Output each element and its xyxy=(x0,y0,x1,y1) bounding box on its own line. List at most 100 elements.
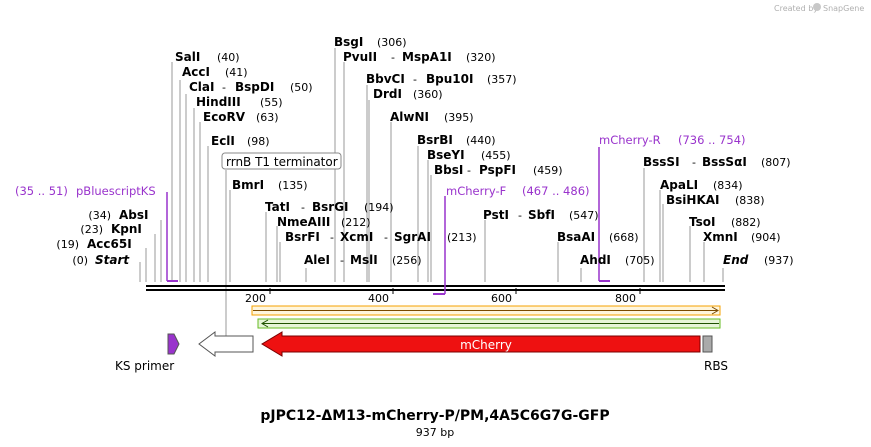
primer-name: pBluescriptKS xyxy=(76,184,156,198)
site-name-2: PspFI xyxy=(479,163,516,177)
feature-label: KS primer xyxy=(115,359,174,373)
site-separator: - xyxy=(692,156,696,169)
site-position: (19) xyxy=(56,238,79,251)
feature-rrnb-terminator-arrow[interactable] xyxy=(198,331,254,357)
site-name: AlwNI xyxy=(390,110,429,124)
restriction-site-xmni[interactable]: XmnI (904) xyxy=(703,230,781,244)
site-position: (668) xyxy=(609,231,639,244)
site-position: (212) xyxy=(341,216,371,229)
site-position: (63) xyxy=(256,111,279,124)
restriction-site-pvuii[interactable]: PvuII - MspA1I (320) xyxy=(343,50,496,64)
site-position: (213) xyxy=(447,231,477,244)
site-name: BsiHKAI xyxy=(666,193,720,207)
site-position: (395) xyxy=(444,111,474,124)
site-position: (455) xyxy=(481,149,511,162)
feature-label-rrnb-terminator[interactable]: rrnB T1 terminator xyxy=(221,152,342,170)
primer-markers xyxy=(166,147,610,295)
site-position: (838) xyxy=(735,194,765,207)
site-name-2: MslI xyxy=(350,253,378,267)
site-name: EclI xyxy=(211,134,235,148)
site-name: EcoRV xyxy=(203,110,246,124)
restriction-site-hindiii[interactable]: HindIII (55) xyxy=(196,95,283,109)
site-name: SalI xyxy=(175,50,200,64)
restriction-site-kpni[interactable]: (23) KpnI xyxy=(80,222,142,236)
restriction-site-bsrbi[interactable]: BsrBI (440) xyxy=(417,133,496,147)
restriction-site-bsaai[interactable]: BsaAI (668) xyxy=(557,230,639,244)
site-name: TsoI xyxy=(689,215,715,229)
site-name: AbsI xyxy=(119,208,148,222)
restriction-site-sali[interactable]: SalI (40) xyxy=(175,50,240,64)
restriction-site-ecli[interactable]: EclI (98) xyxy=(211,134,270,148)
orf-reverse-arrow[interactable] xyxy=(257,318,721,329)
restriction-site-absi[interactable]: (34) AbsI xyxy=(88,208,148,222)
site-name-2: SbfI xyxy=(528,208,555,222)
primer-range: (736 .. 754) xyxy=(678,133,746,147)
restriction-site-ahdi[interactable]: AhdI (705) xyxy=(580,253,655,267)
restriction-site-bsihkai[interactable]: BsiHKAI (838) xyxy=(666,193,765,207)
restriction-site-bseyi[interactable]: BseYI (455) xyxy=(427,148,511,162)
restriction-site-alwni[interactable]: AlwNI (395) xyxy=(390,110,474,124)
site-position: (50) xyxy=(290,81,313,94)
site-name-3: SgrAI xyxy=(394,230,431,244)
primer-mcherry-r[interactable]: mCherry-R (736 .. 754) xyxy=(599,133,746,147)
restriction-site-nmeaiii[interactable]: NmeAIII (212) xyxy=(277,215,371,229)
sequence-end-marker[interactable]: End (937) xyxy=(723,253,794,267)
site-position: (306) xyxy=(377,36,407,49)
primer-range: (467 .. 486) xyxy=(522,184,590,198)
site-name: BbsI xyxy=(434,163,463,177)
restriction-site-clai[interactable]: ClaI - BspDI (50) xyxy=(189,80,313,94)
site-position: (55) xyxy=(260,96,283,109)
site-name: DrdI xyxy=(373,87,402,101)
site-leaders xyxy=(139,48,724,338)
terminator-label: rrnB T1 terminator xyxy=(226,155,338,169)
restriction-site-acc65i[interactable]: (19) Acc65I xyxy=(56,237,131,251)
restriction-site-acci[interactable]: AccI (41) xyxy=(182,65,248,79)
site-position: (834) xyxy=(713,179,743,192)
restriction-site-bmri[interactable]: BmrI (135) xyxy=(232,178,308,192)
tick-label: 800 xyxy=(615,292,636,305)
site-position: (904) xyxy=(751,231,781,244)
credit-prefix: Created by xyxy=(774,4,818,13)
site-position: (98) xyxy=(247,135,270,148)
feature-label: RBS xyxy=(704,359,728,373)
feature-ks-primer[interactable]: KS primer xyxy=(115,333,180,373)
restriction-site-bsgi[interactable]: BsgI (306) xyxy=(334,35,407,49)
site-position: (34) xyxy=(88,209,111,222)
site-name: PvuII xyxy=(343,50,377,64)
site-name: BbvCI xyxy=(366,72,405,86)
restriction-site-bsssi[interactable]: BssSI - BssSαI (807) xyxy=(643,155,791,169)
site-name-2: BspDI xyxy=(235,80,274,94)
restriction-site-bsrfi[interactable]: BsrFI - XcmI - SgrAI (213) xyxy=(285,230,477,244)
site-position: (459) xyxy=(533,164,563,177)
primer-mcherry-f[interactable]: mCherry-F (467 .. 486) xyxy=(446,184,590,198)
sequence-start-marker[interactable]: (0) Start xyxy=(72,253,130,267)
restriction-site-apali[interactable]: ApaLI (834) xyxy=(660,178,743,192)
site-separator: - xyxy=(330,231,334,244)
restriction-site-ecorv[interactable]: EcoRV (63) xyxy=(203,110,279,124)
site-name-2: BsrGI xyxy=(312,200,349,214)
orf-forward-arrow[interactable] xyxy=(251,305,721,316)
restriction-site-drdi[interactable]: DrdI (360) xyxy=(373,87,443,101)
restriction-site-bbsi[interactable]: BbsI - PspFI (459) xyxy=(434,163,563,177)
primer-name: mCherry-F xyxy=(446,184,506,198)
site-name: PstI xyxy=(483,208,509,222)
feature-mcherry[interactable]: mCherry xyxy=(261,331,701,357)
restriction-site-bbvci[interactable]: BbvCI - Bpu10I (357) xyxy=(366,72,517,86)
restriction-site-tsoi[interactable]: TsoI (882) xyxy=(689,215,761,229)
site-name: XmnI xyxy=(703,230,738,244)
restriction-site-tati[interactable]: TatI - BsrGI (194) xyxy=(265,200,394,214)
site-name: BsrBI xyxy=(417,133,453,147)
restriction-site-psti[interactable]: PstI - SbfI (547) xyxy=(483,208,599,222)
site-position: (320) xyxy=(466,51,496,64)
site-separator-2: - xyxy=(384,231,388,244)
site-name: BsgI xyxy=(334,35,363,49)
restriction-site-alei[interactable]: AleI - MslI (256) xyxy=(304,253,422,267)
site-name: NmeAIII xyxy=(277,215,330,229)
site-position: (256) xyxy=(392,254,422,267)
feature-rbs[interactable]: RBS xyxy=(702,335,728,373)
end-position: (937) xyxy=(764,254,794,267)
site-separator: - xyxy=(340,254,344,267)
primer-pbluescriptks[interactable]: (35 .. 51) pBluescriptKS xyxy=(15,184,156,198)
site-name: HindIII xyxy=(196,95,241,109)
